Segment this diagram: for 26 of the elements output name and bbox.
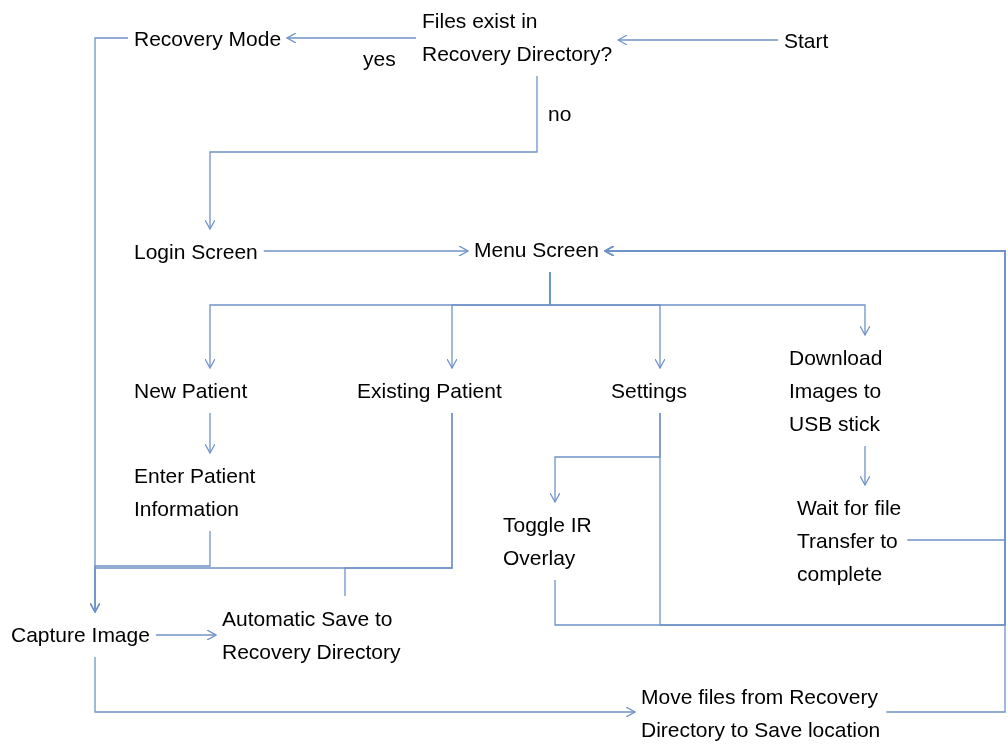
step-text: Files exist in Recovery Directory? [422,8,614,67]
arrow [604,245,1006,713]
step-text: Move files from Recovery Directory to Save location [641,684,882,743]
step-text: Menu Screen [474,237,600,263]
step-text: Existing Patient [357,378,503,404]
step-text: Wait for file Transfer to complete [797,495,903,587]
step-text: Settings [611,378,688,404]
arrow [94,656,636,718]
step-text: Start [784,28,830,54]
arrow [859,445,871,486]
step-text: Capture Image [11,622,151,648]
step-text: Automatic Save to Recovery Directory [222,606,402,665]
arrow [204,412,216,454]
arrow [155,629,217,641]
step-text: Download Images to USB stick [789,345,884,437]
arrow [204,75,538,230]
step-text: New Patient [134,378,249,404]
arrow [263,245,469,257]
step-text: Toggle IR Overlay [503,512,593,571]
arrow [286,32,417,44]
arrow [617,34,779,46]
arrow [549,271,871,336]
connector-line [344,412,453,597]
step-text: Enter Patient Information [134,463,257,522]
step-text: Recovery Mode [134,26,283,52]
step-text: Login Screen [134,239,259,265]
